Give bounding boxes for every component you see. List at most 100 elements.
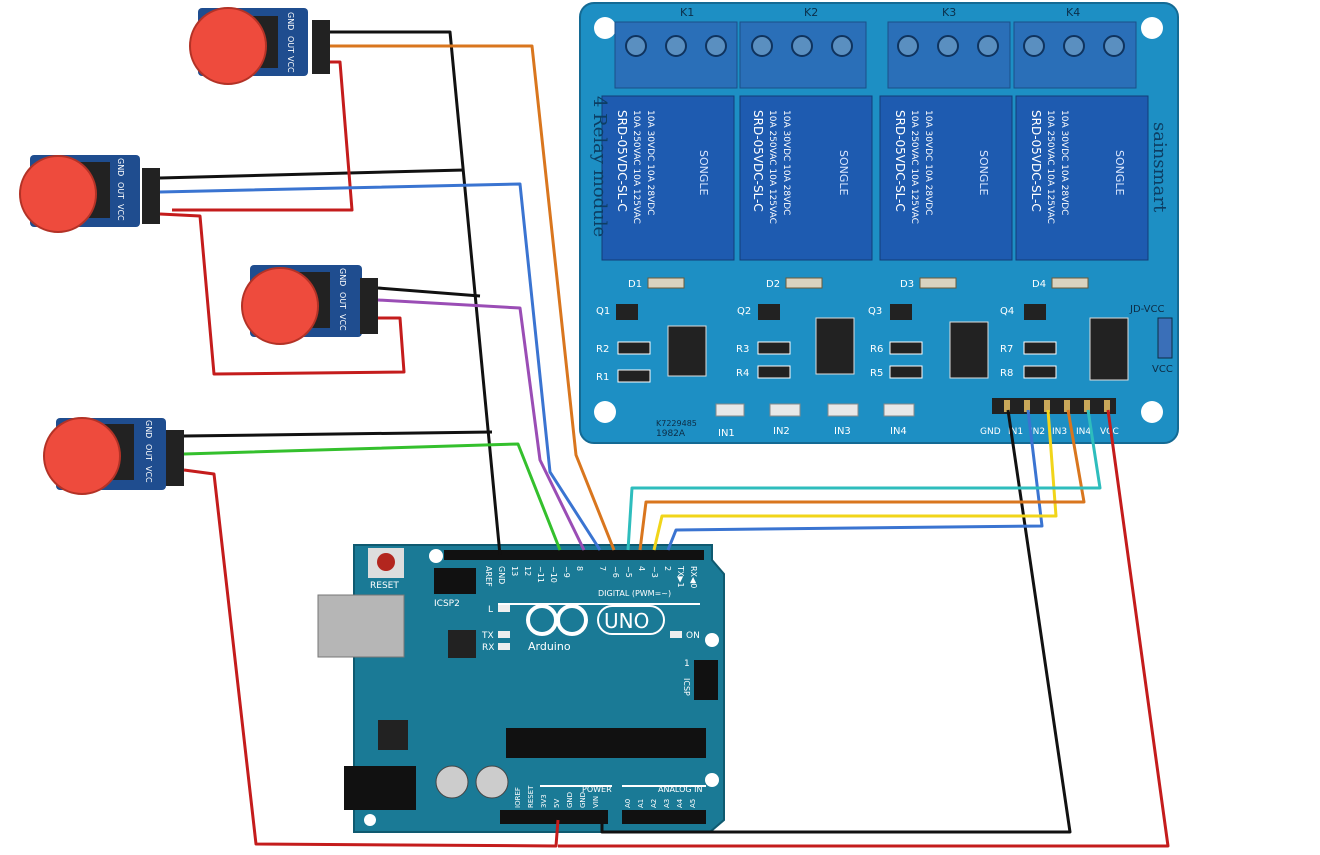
digital-pin-label: 2 [663, 566, 672, 571]
resistor-label: R6 [870, 344, 883, 355]
transistor [1024, 304, 1046, 320]
header-pin-label: IN2 [1030, 427, 1045, 437]
relay-cube [739, 95, 873, 261]
transistor-label: Q4 [1000, 306, 1014, 317]
pin-label-out: OUT [116, 182, 125, 199]
button-cap[interactable] [241, 267, 319, 345]
wire-relay-in1[interactable] [666, 409, 1044, 551]
voltage-regulator [378, 720, 408, 750]
input-led [715, 403, 745, 417]
pin-label-gnd: GND [144, 420, 153, 438]
pin-label-out: OUT [338, 292, 347, 309]
analog-pin-label: A3 [663, 799, 671, 808]
input-label: IN1 [718, 428, 735, 439]
wire-relay-in4[interactable] [626, 409, 1102, 551]
header-pin[interactable] [1104, 400, 1110, 412]
led-rx-label: RX [482, 643, 494, 653]
header-pin[interactable] [1044, 400, 1050, 412]
relay-rating: 10A 250VAC 10A 125VAC [909, 110, 919, 224]
digital-header[interactable] [444, 550, 704, 560]
wire-signal-button-3[interactable] [377, 298, 586, 551]
resistor-label: R3 [736, 344, 749, 355]
diode [647, 277, 685, 289]
button-module-4: GND OUT VCC [43, 417, 184, 495]
mount-hole [594, 17, 616, 39]
wire-vcc-button-2[interactable] [159, 212, 406, 376]
header-block [992, 398, 1116, 414]
button-cap[interactable] [43, 417, 121, 495]
mount-hole [1141, 401, 1163, 423]
arduino-logo: Arduino UNO [526, 604, 665, 653]
relay-model: SRD-05VDC-SL-C [1029, 110, 1043, 212]
analog-pin-label: A2 [650, 799, 658, 808]
digital-pin-label: AREF [484, 566, 493, 587]
transistor-label: Q1 [596, 306, 610, 317]
digital-pin-labels: AREF GND 13 12 ~11 ~10 ~9 8 7 ~6 ~5 4 ~3… [484, 565, 698, 588]
wire-gnd-button-4[interactable] [183, 430, 493, 438]
header-pin-label: IN1 [1008, 427, 1023, 437]
wire-signal-button-4[interactable] [183, 442, 562, 551]
optocoupler [667, 325, 707, 377]
diode [919, 277, 957, 289]
transistor [890, 304, 912, 320]
wire-signal-button-2[interactable] [159, 182, 602, 551]
relay-model: SRD-05VDC-SL-C [751, 110, 765, 212]
button-module-3: GND OUT VCC [241, 265, 378, 345]
mount-hole [594, 401, 616, 423]
optocoupler [1089, 317, 1129, 381]
wire-relay-in2[interactable] [652, 409, 1058, 551]
mount-hole [1141, 17, 1163, 39]
header-pin[interactable] [1064, 400, 1070, 412]
diode-label: D3 [900, 279, 914, 290]
analog-pin-labels: A0 A1 A2 A3 A4 A5 [624, 798, 697, 808]
wire-vcc-button-4[interactable] [183, 468, 560, 848]
wire-signal-button-1[interactable] [330, 44, 616, 551]
wire-vcc-relay[interactable] [558, 409, 1170, 848]
icsp2-header[interactable] [434, 568, 476, 594]
resistor [757, 365, 791, 379]
relay-brand: SONGLE [837, 150, 850, 196]
analog-header[interactable] [622, 810, 706, 824]
relay-rating: 10A 30VDC 10A 28VDC [923, 110, 933, 215]
control-header[interactable]: GND IN1 IN2 IN3 IN4 VCC [980, 398, 1119, 437]
screw-icon [751, 35, 773, 57]
diode-label: D1 [628, 279, 642, 290]
resistor-label: R7 [1000, 344, 1013, 355]
led-tx-label: TX [481, 631, 494, 641]
wire-gnd-button-2[interactable] [159, 168, 465, 180]
wire-gnd-button-1[interactable] [330, 30, 502, 556]
digital-pin-label: ~11 [536, 566, 545, 583]
button-cap[interactable] [189, 7, 267, 85]
digital-pin-label: ~6 [611, 566, 620, 578]
transistor-label: Q2 [737, 306, 751, 317]
wire-gnd-relay[interactable] [600, 409, 1072, 834]
header-pin[interactable] [1024, 400, 1030, 412]
reset-button[interactable] [377, 553, 395, 571]
icsp-header[interactable] [694, 660, 718, 700]
resistor [1023, 365, 1057, 379]
relay-tag: K4 [1066, 6, 1080, 19]
jd-vcc-jumper[interactable] [1157, 317, 1173, 359]
resistor-label: R8 [1000, 368, 1013, 379]
header-pin[interactable] [1004, 400, 1010, 412]
button-module-1: GND OUT VCC [189, 7, 330, 85]
wire-relay-in3[interactable] [638, 409, 1086, 551]
power-header[interactable] [500, 810, 608, 824]
power-pin-label: GND [579, 792, 587, 808]
header-pin-label: IN3 [1052, 427, 1067, 437]
button-cap[interactable] [19, 155, 97, 233]
relay-rating: 10A 30VDC 10A 28VDC [781, 110, 791, 215]
relay-channel-4: K4 SONGLE SRD-05VDC-SL-C 10A 250VAC 10A … [883, 6, 1149, 437]
power-pin-labels: IOREF RESET 3V3 5V GND GND VIN [514, 785, 600, 808]
icsp-pin1-label: 1 [684, 659, 690, 669]
mount-hole [705, 773, 719, 787]
usb-connector[interactable] [317, 594, 405, 658]
wire-gnd-button-3[interactable] [377, 286, 481, 298]
power-jack[interactable] [344, 766, 416, 810]
header-pin[interactable] [1084, 400, 1090, 412]
wire-vcc-button-1[interactable] [172, 60, 354, 212]
digital-pin-label: 7 [598, 566, 607, 571]
header-pin-label: GND [980, 427, 1001, 437]
resistor [1023, 341, 1057, 355]
